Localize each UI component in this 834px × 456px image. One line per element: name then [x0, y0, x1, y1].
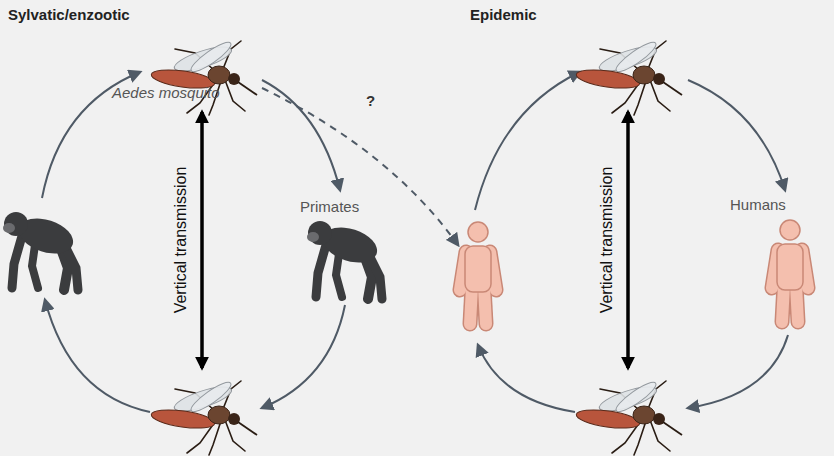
- section-title: Sylvatic/enzootic: [8, 6, 130, 23]
- vector-label: Aedes mosquito: [112, 84, 220, 101]
- host-label: Primates: [300, 198, 359, 215]
- question-mark: ?: [366, 92, 375, 109]
- host-label: Humans: [730, 196, 786, 213]
- vertical-transmission-label: Vertical transmission: [172, 167, 190, 314]
- vertical-transmission-label: Vertical transmission: [598, 167, 616, 314]
- section-title: Epidemic: [470, 6, 537, 23]
